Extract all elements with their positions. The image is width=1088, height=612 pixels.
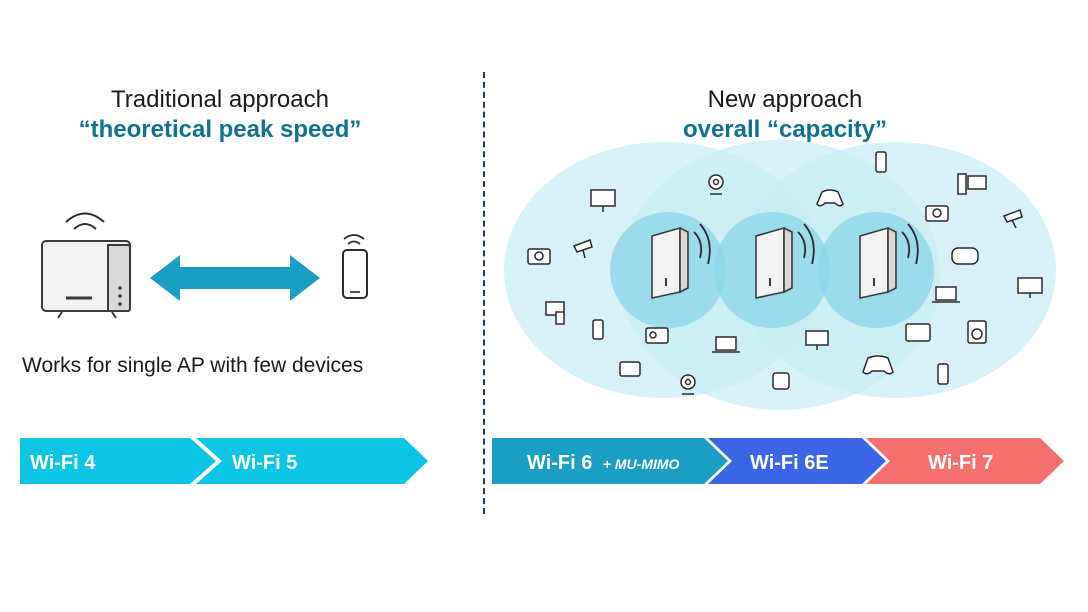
router-icon xyxy=(41,212,131,319)
smartphone-icon xyxy=(875,151,887,173)
laptop-icon xyxy=(932,286,960,303)
right-standards-band: Wi-Fi 6 + MU-MIMO Wi-Fi 6E Wi-Fi 7 xyxy=(492,438,1064,484)
section-divider xyxy=(483,72,485,514)
left-caption: Works for single AP with few devices xyxy=(22,354,364,377)
smartphone-icon xyxy=(937,363,949,385)
game-controller-icon xyxy=(862,355,894,375)
band-segment-wifi-5 xyxy=(196,438,428,484)
smartwatch-icon xyxy=(772,372,790,390)
monitor-icon xyxy=(590,189,616,212)
left-title: Traditional approach xyxy=(111,86,329,113)
camera-icon xyxy=(527,248,551,265)
band-label-wifi-4: Wi-Fi 4 xyxy=(30,452,96,474)
band-segment-wifi-6e xyxy=(708,438,886,484)
security-camera-icon xyxy=(572,239,593,259)
band-label-wifi-7: Wi-Fi 7 xyxy=(928,452,993,474)
band-label-wifi-5: Wi-Fi 5 xyxy=(232,452,297,474)
radio-icon xyxy=(645,327,669,344)
washing-machine-icon xyxy=(967,320,987,344)
left-standards-band: Wi-Fi 4 Wi-Fi 5 xyxy=(20,438,428,484)
band-segment-wifi-4 xyxy=(20,438,216,484)
camera-icon xyxy=(925,205,949,222)
game-controller-icon xyxy=(816,189,844,207)
double-arrow xyxy=(150,255,320,301)
band-label-wifi-6: Wi-Fi 6 + MU-MIMO xyxy=(527,452,680,474)
desktop-pc-icon xyxy=(545,301,565,325)
vr-headset-icon xyxy=(951,247,979,265)
security-camera-icon xyxy=(1002,209,1023,229)
webcam-icon xyxy=(680,374,696,395)
monitor-icon xyxy=(805,330,829,350)
laptop-icon xyxy=(712,336,740,353)
right-title: New approach xyxy=(707,86,863,113)
left-subtitle: “theoretical peak speed” xyxy=(78,116,362,143)
phone-icon xyxy=(905,323,931,342)
smartphone-icon xyxy=(342,234,368,299)
tablet-icon xyxy=(619,361,641,377)
right-subtitle: overall “capacity” xyxy=(682,116,888,143)
band-segment-wifi-6 xyxy=(492,438,728,484)
band-segment-wifi-7 xyxy=(866,438,1064,484)
band-label-wifi-6e: Wi-Fi 6E xyxy=(750,452,829,474)
smartphone-icon xyxy=(592,319,604,340)
webcam-icon xyxy=(708,174,724,195)
tv-icon xyxy=(1017,277,1043,298)
desktop-pc-icon xyxy=(957,173,987,195)
